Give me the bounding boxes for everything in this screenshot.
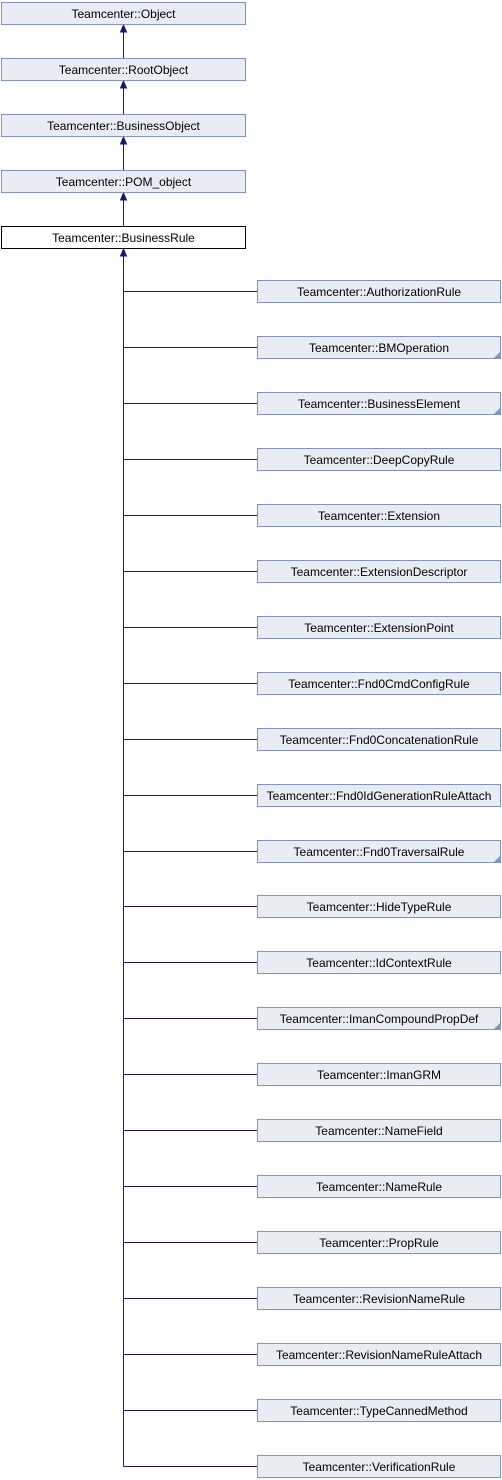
class-node-namerule[interactable]: Teamcenter::NameRule (257, 1175, 501, 1198)
class-node-namefield[interactable]: Teamcenter::NameField (257, 1119, 501, 1142)
class-box (257, 504, 501, 527)
class-label: Teamcenter::BMOperation (309, 341, 449, 355)
class-box (257, 1175, 501, 1198)
class-node-fnd0idgenerationruleattach[interactable]: Teamcenter::Fnd0IdGenerationRuleAttach (257, 784, 501, 807)
class-label: Teamcenter::Fnd0TraversalRule (294, 845, 465, 859)
class-box (257, 951, 501, 974)
class-box (1, 114, 246, 137)
inheritance-arrowhead (119, 191, 128, 201)
class-node-imangrm[interactable]: Teamcenter::ImanGRM (257, 1063, 501, 1086)
class-box (257, 840, 501, 863)
class-node-extensionpoint[interactable]: Teamcenter::ExtensionPoint (257, 616, 501, 639)
class-node-object[interactable]: Teamcenter::Object (1, 2, 246, 25)
class-node-revisionnamerule[interactable]: Teamcenter::RevisionNameRule (257, 1287, 501, 1310)
class-node-businessrule[interactable]: Teamcenter::BusinessRule (1, 226, 246, 249)
class-box (257, 784, 501, 807)
class-node-extension[interactable]: Teamcenter::Extension (257, 504, 501, 527)
class-label: Teamcenter::ExtensionDescriptor (291, 565, 468, 579)
class-label: Teamcenter::Fnd0IdGenerationRuleAttach (267, 789, 492, 803)
class-label: Teamcenter::RootObject (59, 63, 189, 77)
class-label: Teamcenter::NameField (315, 1124, 442, 1138)
more-children-marker (493, 407, 501, 415)
class-node-deepcopyrule[interactable]: Teamcenter::DeepCopyRule (257, 448, 501, 471)
class-label: Teamcenter::BusinessObject (47, 119, 200, 133)
class-node-businesselement[interactable]: Teamcenter::BusinessElement (257, 392, 501, 415)
class-box (257, 1063, 501, 1086)
class-label: Teamcenter::BusinessRule (52, 231, 195, 245)
class-node-fnd0concatenationrule[interactable]: Teamcenter::Fnd0ConcatenationRule (257, 728, 501, 751)
class-node-authorizationrule[interactable]: Teamcenter::AuthorizationRule (257, 280, 501, 303)
class-box (257, 560, 501, 583)
class-box (257, 1119, 501, 1142)
class-node-revisionnameruleattach[interactable]: Teamcenter::RevisionNameRuleAttach (257, 1343, 501, 1366)
class-label: Teamcenter::Fnd0CmdConfigRule (288, 677, 470, 691)
class-node-pom-object[interactable]: Teamcenter::POM_object (1, 170, 246, 193)
class-label: Teamcenter::PropRule (319, 1236, 439, 1250)
class-node-fnd0cmdconfigrule[interactable]: Teamcenter::Fnd0CmdConfigRule (257, 672, 501, 695)
class-label: Teamcenter::RevisionNameRuleAttach (276, 1348, 482, 1362)
class-box (257, 1343, 501, 1366)
class-node-idcontextrule[interactable]: Teamcenter::IdContextRule (257, 951, 501, 974)
class-label: Teamcenter::AuthorizationRule (297, 285, 461, 299)
class-label: Teamcenter::Fnd0ConcatenationRule (280, 733, 479, 747)
class-box (1, 58, 246, 81)
more-children-marker (493, 1022, 501, 1030)
class-node-proprule[interactable]: Teamcenter::PropRule (257, 1231, 501, 1254)
inheritance-edges (119, 23, 257, 1467)
inheritance-arrowhead (119, 247, 128, 257)
class-label: Teamcenter::DeepCopyRule (304, 453, 455, 467)
class-label: Teamcenter::Extension (318, 509, 440, 523)
class-box (1, 170, 246, 193)
class-label: Teamcenter::ImanGRM (317, 1068, 441, 1082)
class-box (257, 616, 501, 639)
class-box (257, 1231, 501, 1254)
class-node-fnd0traversalrule[interactable]: Teamcenter::Fnd0TraversalRule (257, 840, 501, 863)
class-node-typecannedmethod[interactable]: Teamcenter::TypeCannedMethod (257, 1399, 501, 1422)
more-children-marker (493, 351, 501, 359)
class-node-imancompoundpropdef[interactable]: Teamcenter::ImanCompoundPropDef (257, 1007, 501, 1030)
class-label: Teamcenter::BusinessElement (298, 397, 461, 411)
inheritance-arrowhead (119, 23, 128, 33)
class-box (257, 1399, 501, 1422)
inheritance-arrowhead (119, 79, 128, 89)
class-node-rootobject[interactable]: Teamcenter::RootObject (1, 58, 246, 81)
class-box (257, 1455, 501, 1478)
class-label: Teamcenter::RevisionNameRule (293, 1292, 465, 1306)
class-box (257, 895, 501, 918)
class-label: Teamcenter::POM_object (56, 175, 192, 189)
class-label: Teamcenter::TypeCannedMethod (290, 1404, 467, 1418)
class-label: Teamcenter::IdContextRule (306, 956, 452, 970)
class-box (257, 448, 501, 471)
inheritance-arrowhead (119, 135, 128, 145)
class-node-businessobject[interactable]: Teamcenter::BusinessObject (1, 114, 246, 137)
more-children-marker (493, 855, 501, 863)
class-node-bmoperation[interactable]: Teamcenter::BMOperation (257, 336, 501, 359)
class-box (257, 1007, 501, 1030)
class-label: Teamcenter::ExtensionPoint (304, 621, 454, 635)
class-label: Teamcenter::NameRule (316, 1180, 442, 1194)
class-label: Teamcenter::Object (71, 7, 176, 21)
class-node-hidetyperule[interactable]: Teamcenter::HideTypeRule (257, 895, 501, 918)
class-node-extensiondescriptor[interactable]: Teamcenter::ExtensionDescriptor (257, 560, 501, 583)
class-label: Teamcenter::HideTypeRule (307, 900, 452, 914)
class-box (257, 672, 501, 695)
class-box (257, 280, 501, 303)
class-box (1, 226, 246, 249)
class-box (1, 2, 246, 25)
class-label: Teamcenter::ImanCompoundPropDef (280, 1012, 479, 1026)
class-box (257, 1287, 501, 1310)
class-node-verificationrule[interactable]: Teamcenter::VerificationRule (257, 1455, 501, 1478)
class-label: Teamcenter::VerificationRule (303, 1460, 456, 1474)
class-box (257, 392, 501, 415)
class-box (257, 336, 501, 359)
class-box (257, 728, 501, 751)
